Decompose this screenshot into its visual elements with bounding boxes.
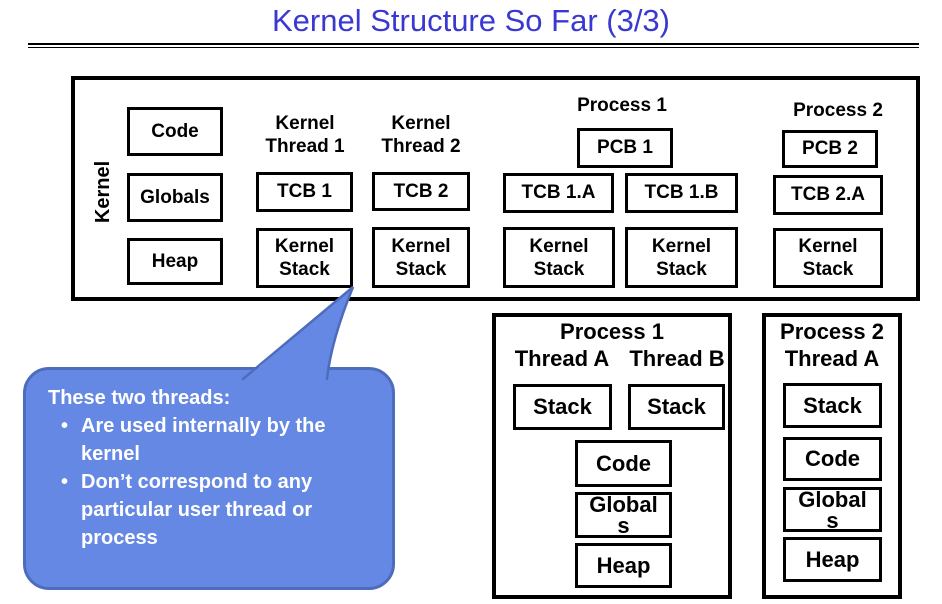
- tcb-2-box: TCB 2: [372, 172, 470, 211]
- process-2-code-box: Code: [783, 437, 882, 481]
- user-process-2-heading: Process 2: [780, 319, 884, 344]
- callout-heading: These two threads:: [48, 387, 231, 409]
- process-1-code-box: Code: [575, 440, 672, 487]
- kernel-globals-box: Globals: [127, 173, 223, 222]
- process-2-heading: Process 2: [793, 100, 883, 121]
- user-process-2-thread-a-label: Thread A: [784, 346, 880, 371]
- kernel-thread-2-heading: Kernel Thread 2: [381, 113, 461, 157]
- kernel-side-label: Kernel: [92, 160, 114, 224]
- kernel-stack-2-box: Kernel Stack: [372, 227, 470, 288]
- tcb-1a-box: TCB 1.A: [503, 173, 614, 213]
- process-2-globals-box: Globals: [783, 487, 882, 532]
- callout-bullet-list: Are used internally by the kernel Don’t …: [48, 412, 378, 552]
- user-process-1-thread-a-label: Thread A: [514, 346, 610, 371]
- tcb-1b-box: TCB 1.B: [625, 173, 738, 213]
- kernel-thread-1-heading: Kernel Thread 1: [265, 113, 345, 157]
- title-underline: [28, 43, 919, 48]
- pcb-1-box: PCB 1: [577, 128, 673, 168]
- thread-a-stack-box: Stack: [513, 384, 612, 430]
- tcb-2a-box: TCB 2.A: [773, 175, 883, 215]
- callout-bullet: Are used internally by the kernel: [48, 412, 341, 468]
- callout-bullet: Don’t correspond to any particular user …: [48, 468, 341, 552]
- process-1-globals-box: Globals: [575, 492, 672, 538]
- pcb-2-box: PCB 2: [782, 130, 878, 168]
- kernel-stack-1b-box: Kernel Stack: [625, 227, 738, 288]
- user-process-1-thread-b-label: Thread B: [629, 346, 725, 371]
- kernel-heap-box: Heap: [127, 238, 223, 285]
- tcb-1-box: TCB 1: [256, 172, 353, 212]
- process-2-stack-box: Stack: [783, 383, 882, 428]
- kernel-code-box: Code: [127, 107, 223, 156]
- process-1-heading: Process 1: [577, 95, 667, 116]
- kernel-stack-1a-box: Kernel Stack: [503, 227, 615, 288]
- process-2-heap-box: Heap: [783, 537, 882, 582]
- user-process-1-heading: Process 1: [560, 319, 664, 344]
- kernel-stack-1-box: Kernel Stack: [256, 228, 353, 288]
- process-1-heap-box: Heap: [575, 543, 672, 588]
- thread-b-stack-box: Stack: [628, 384, 725, 430]
- kernel-stack-2a-box: Kernel Stack: [773, 228, 883, 288]
- slide-title: Kernel Structure So Far (3/3): [272, 3, 670, 38]
- callout-bubble: These two threads: Are used internally b…: [23, 367, 395, 590]
